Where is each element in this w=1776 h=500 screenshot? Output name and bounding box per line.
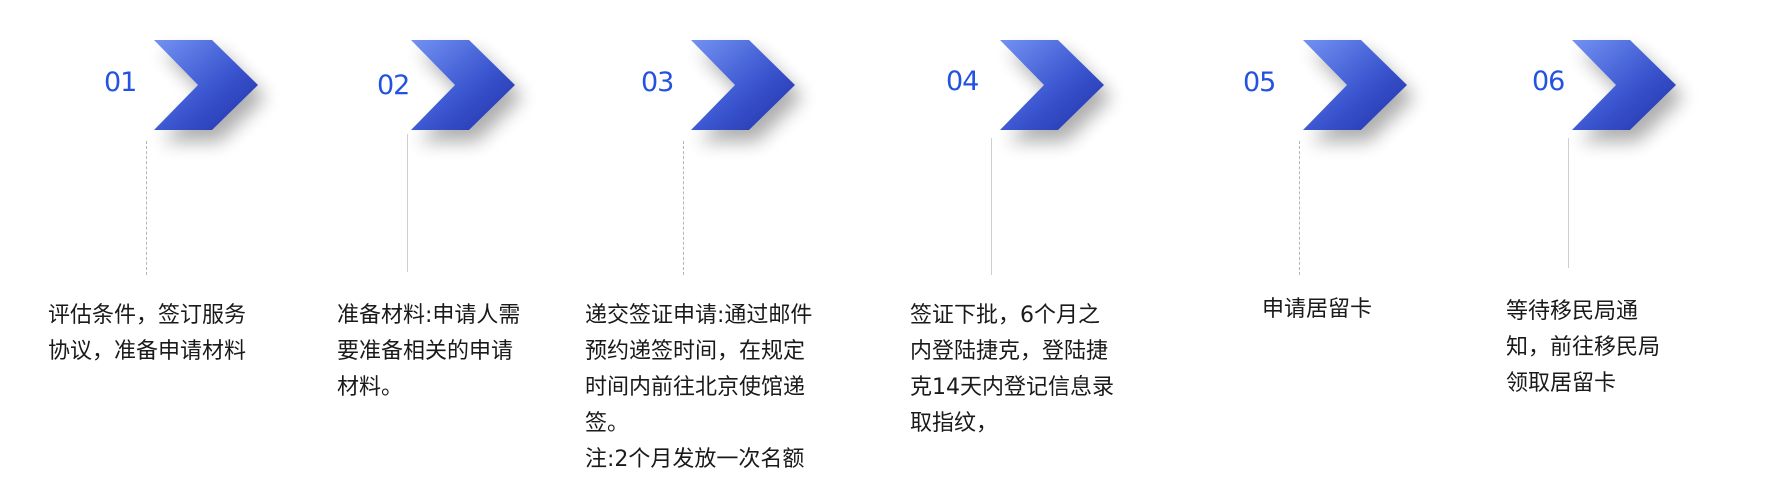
chevron-right-icon [691, 40, 797, 132]
step-description: 申请居留卡 [1262, 292, 1372, 328]
description-line: 材料。 [337, 375, 404, 400]
description-line: 评估条件，签订服务 [48, 303, 247, 328]
step-number: 01 [104, 67, 137, 98]
connector-line [1568, 138, 1569, 268]
chevron-right-icon [1572, 40, 1678, 132]
description-line: 取指纹， [910, 411, 999, 436]
description-line: 要准备相关的申请 [337, 339, 514, 364]
step-description: 签证下批，6个月之 内登陆捷克，登陆捷 克14天内登记信息录 取指纹， [910, 298, 1114, 442]
description-line: 签。 [585, 411, 630, 436]
description-line: 申请居留卡 [1262, 297, 1373, 322]
connector-line [683, 141, 684, 275]
step-description: 准备材料:申请人需 要准备相关的申请 材料。 [337, 298, 520, 406]
chevron-right-icon [154, 40, 260, 132]
step-description: 递交签证申请:通过邮件 预约递签时间，在规定 时间内前往北京使馆递 签。 注:2… [585, 298, 812, 478]
step-number: 04 [946, 66, 979, 97]
connector-line [146, 141, 147, 275]
chevron-right-icon [411, 40, 517, 132]
description-line: 准备材料:申请人需 [337, 303, 521, 328]
connector-line [991, 138, 992, 275]
description-line: 协议，准备申请材料 [48, 339, 247, 364]
step-number: 05 [1243, 67, 1276, 98]
connector-line [407, 134, 408, 272]
description-line: 领取居留卡 [1506, 371, 1617, 396]
step-number: 06 [1532, 66, 1565, 97]
description-line: 递交签证申请:通过邮件 [585, 303, 813, 328]
chevron-right-icon [1303, 40, 1409, 132]
description-line: 预约递签时间，在规定 [585, 339, 806, 364]
description-line: 克14天内登记信息录 [910, 375, 1114, 400]
description-line: 时间内前往北京使馆递 [585, 375, 806, 400]
description-line: 等待移民局通 [1506, 299, 1639, 324]
step-description: 等待移民局通 知，前往移民局 领取居留卡 [1506, 294, 1660, 402]
step-number: 02 [377, 70, 410, 101]
chevron-right-icon [1000, 40, 1106, 132]
description-line: 签证下批，6个月之 [910, 303, 1100, 328]
step-number: 03 [641, 67, 674, 98]
description-line: 内登陆捷克，登陆捷 [910, 339, 1109, 364]
description-line: 知，前往移民局 [1506, 335, 1661, 360]
connector-line [1299, 141, 1300, 275]
step-description: 评估条件，签订服务 协议，准备申请材料 [48, 298, 246, 370]
description-line: 注:2个月发放一次名额 [585, 447, 805, 472]
